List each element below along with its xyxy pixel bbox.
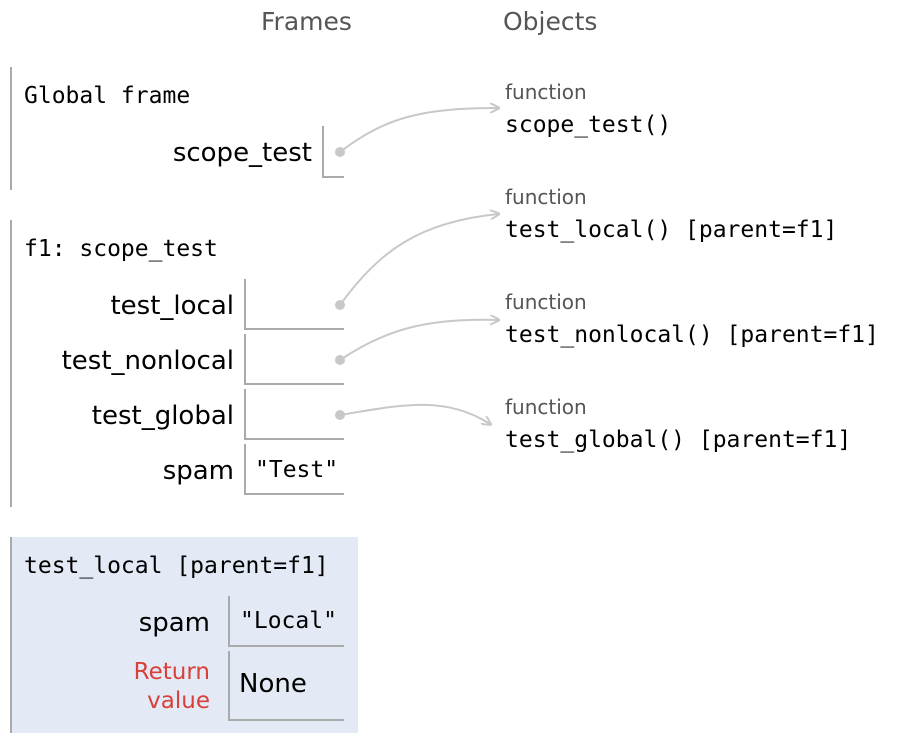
object-test-nonlocal: test_nonlocal() [parent=f1]	[505, 322, 879, 348]
var-name-spam: spam	[138, 608, 210, 638]
frame-title: Global frame	[24, 83, 191, 109]
pointer-test-global	[335, 403, 490, 424]
object-test-global: test_global() [parent=f1]	[505, 427, 852, 453]
var-name-test-local: test_local	[110, 291, 234, 321]
var-name-scope-test: scope_test	[172, 138, 312, 168]
pointer-arrow	[339, 320, 498, 361]
global-frame: Global frame scope_test	[10, 67, 350, 190]
f1-frame: f1: scope_test test_local test_nonlocal …	[10, 220, 350, 507]
var-name-test-global: test_global	[91, 401, 234, 431]
return-value-label: Return value	[133, 659, 210, 714]
var-box-test-nonlocal	[244, 334, 344, 385]
object-type-label: function	[505, 80, 587, 104]
var-name-spam: spam	[162, 456, 234, 486]
object-type-label: function	[505, 185, 587, 209]
pointer-test-local	[335, 214, 498, 310]
pointer-test-nonlocal	[335, 320, 498, 365]
object-type-label: function	[505, 395, 587, 419]
var-box-spam	[228, 596, 344, 647]
var-value-spam: "Test"	[255, 457, 339, 483]
test-local-frame: test_local [parent=f1] spam "Local" Retu…	[10, 537, 358, 733]
frame-title: f1: scope_test	[24, 236, 218, 262]
frames-heading: Frames	[261, 7, 352, 36]
objects-heading: Objects	[503, 7, 598, 36]
var-box-spam	[244, 444, 344, 495]
var-box-return-value	[228, 651, 344, 721]
var-value-return: None	[239, 669, 307, 699]
frame-title: test_local [parent=f1]	[24, 553, 329, 579]
object-test-local: test_local() [parent=f1]	[505, 217, 838, 243]
pointer-arrow	[339, 214, 498, 306]
pointer-arrow	[339, 403, 490, 424]
pointer-arrow	[339, 108, 498, 153]
var-box-test-local	[244, 279, 344, 330]
var-box-scope-test	[322, 126, 344, 178]
var-value-spam: "Local"	[240, 608, 337, 634]
object-type-label: function	[505, 290, 587, 314]
object-scope-test: scope_test()	[505, 112, 672, 138]
var-box-test-global	[244, 389, 344, 440]
pointer-scope-test	[335, 108, 498, 157]
var-name-test-nonlocal: test_nonlocal	[61, 346, 234, 376]
